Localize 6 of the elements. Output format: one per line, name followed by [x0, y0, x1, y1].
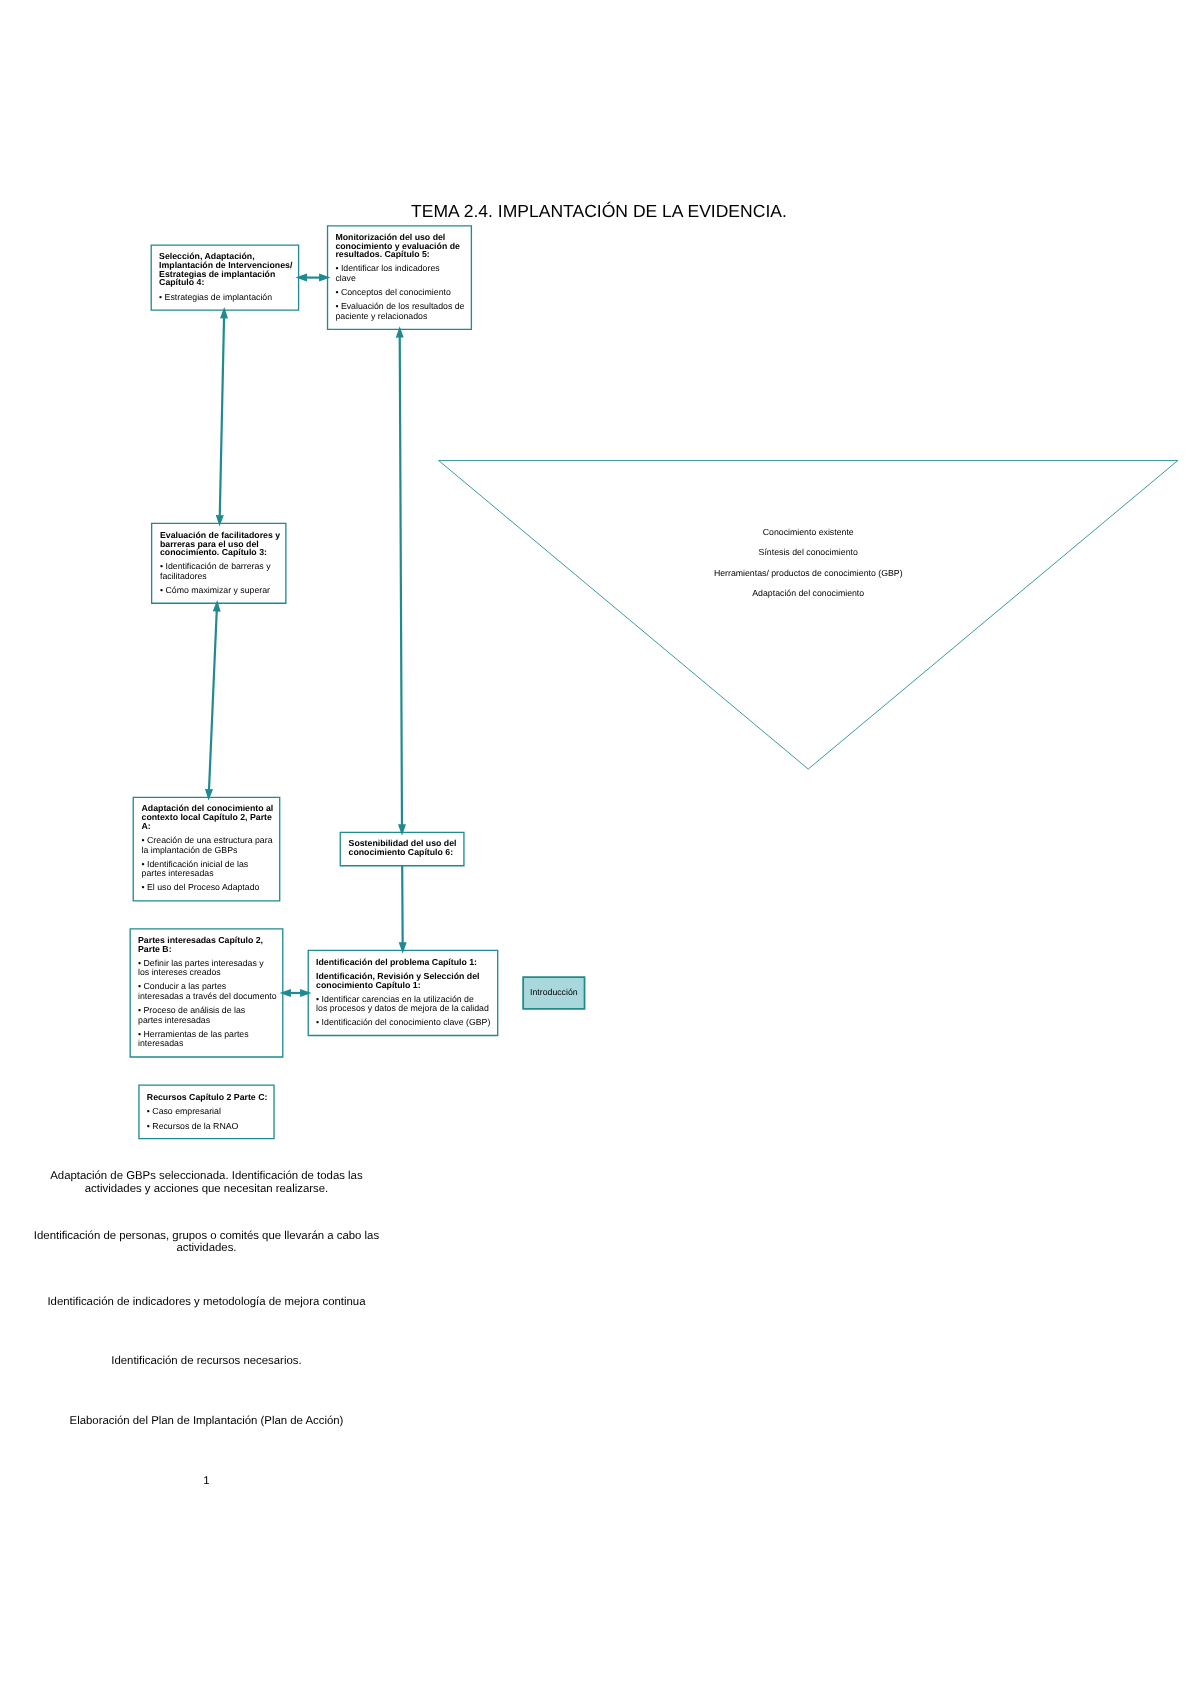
arrow [395, 326, 406, 836]
arrow [295, 273, 331, 282]
arrow [398, 866, 407, 954]
arrow [205, 600, 221, 801]
diagram-title: TEMA 2.4. IMPLANTACIÓN DE LA EVIDENCIA. [411, 201, 787, 222]
arrow [215, 306, 229, 527]
